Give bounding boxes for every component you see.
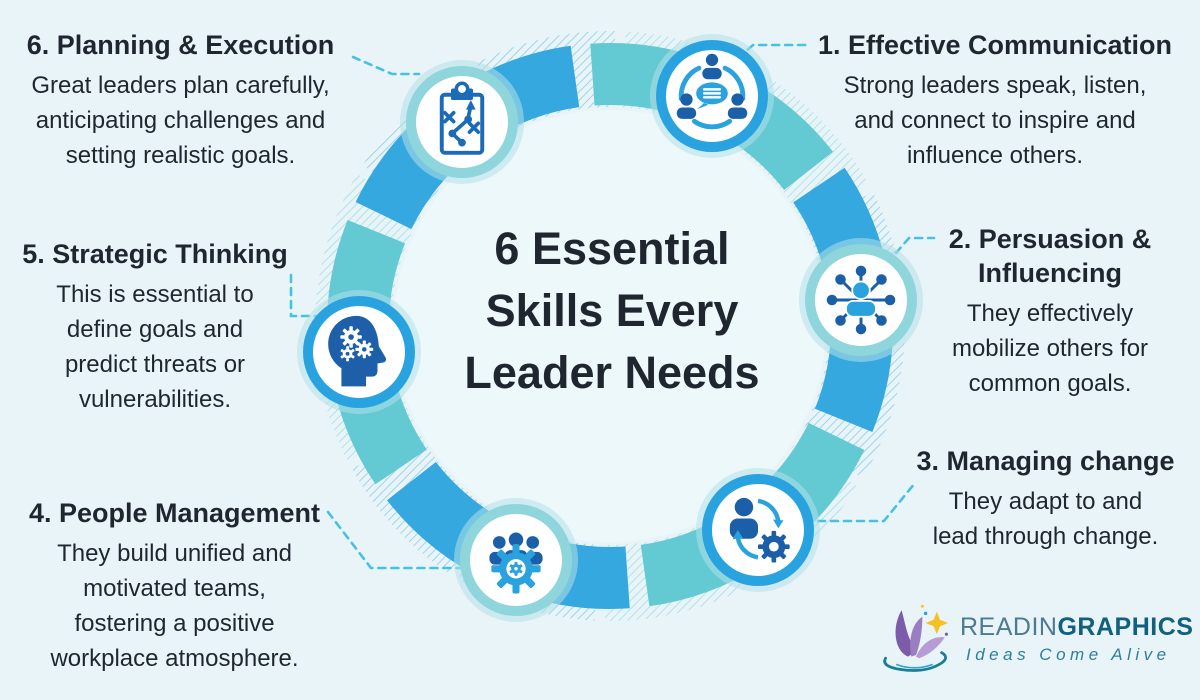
skill-5-desc: This is essential to define goals and pr… [56, 281, 254, 413]
people-management-icon-glyph [488, 531, 544, 594]
connector-lines [289, 43, 936, 570]
logo-tagline: Ideas Come Alive [966, 645, 1171, 664]
persuasion-network-icon [805, 244, 917, 356]
skill-4-desc: They build unified and motivated teams, … [50, 540, 299, 672]
diagram-title: 6 Essential Skills Every Leader Needs [464, 223, 760, 398]
skill-block-effective-communication: 1. Effective Communication Strong leader… [795, 28, 1195, 173]
planning-icon-glyph [439, 81, 485, 155]
strategy-clipboard-icon [406, 66, 518, 178]
logo-text: READINGRAPHICS Ideas Come Alive [960, 613, 1193, 665]
skill-block-managing-change: 3. Managing change They adapt to and lea… [898, 444, 1193, 554]
connector-persuasion [894, 236, 936, 255]
strategic-thinking-icon-glyph [328, 315, 387, 387]
skill-3-desc: They adapt to and lead through change. [932, 488, 1159, 550]
logo-book-butterfly-icon [883, 604, 948, 672]
communication-icon-glyph [676, 53, 748, 130]
skill-3-title: 3. Managing change [916, 446, 1175, 476]
skill-1-title: 1. Effective Communication [817, 30, 1173, 60]
ring-inner-disc [394, 110, 826, 542]
logo-brand-light: READIN [960, 613, 1058, 641]
managing-change-icon-glyph [729, 497, 790, 563]
connector-people-management [326, 510, 470, 570]
connector-strategic-thinking [289, 273, 318, 318]
persuasion-icon-glyph [826, 265, 896, 335]
connector-managing-change [816, 481, 917, 523]
skill-4-title: 4. People Management [28, 498, 321, 528]
skill-block-planning-execution: 6. Planning & Execution Great leaders pl… [8, 28, 353, 173]
skill-6-title: 6. Planning & Execution [26, 30, 335, 60]
skill-2-title: 2. Persuasion & Influencing [948, 224, 1152, 288]
skill-block-people-management: 4. People Management They build unified … [2, 496, 347, 676]
skill-block-persuasion: 2. Persuasion & Influencing They effecti… [915, 222, 1185, 401]
skill-block-strategic-thinking: 5. Strategic Thinking This is essential … [15, 237, 295, 417]
logo-brand: READINGRAPHICS [960, 613, 1193, 641]
logo-brand-bold: GRAPHICS [1057, 613, 1194, 641]
skill-2-desc: They effectively mobilize others for com… [951, 300, 1149, 397]
connector-planning [351, 55, 421, 76]
skill-1-desc: Strong leaders speak, listen, and connec… [843, 72, 1147, 169]
person-gear-cycle-icon [702, 474, 814, 586]
readingraphics-logo: READINGRAPHICS Ideas Come Alive [876, 596, 1196, 682]
communication-icon [656, 40, 768, 152]
team-gear-icon [460, 504, 572, 616]
head-gears-icon [303, 296, 415, 408]
skill-6-desc: Great leaders plan carefully, anticipati… [31, 72, 330, 169]
skill-5-title: 5. Strategic Thinking [22, 239, 288, 269]
